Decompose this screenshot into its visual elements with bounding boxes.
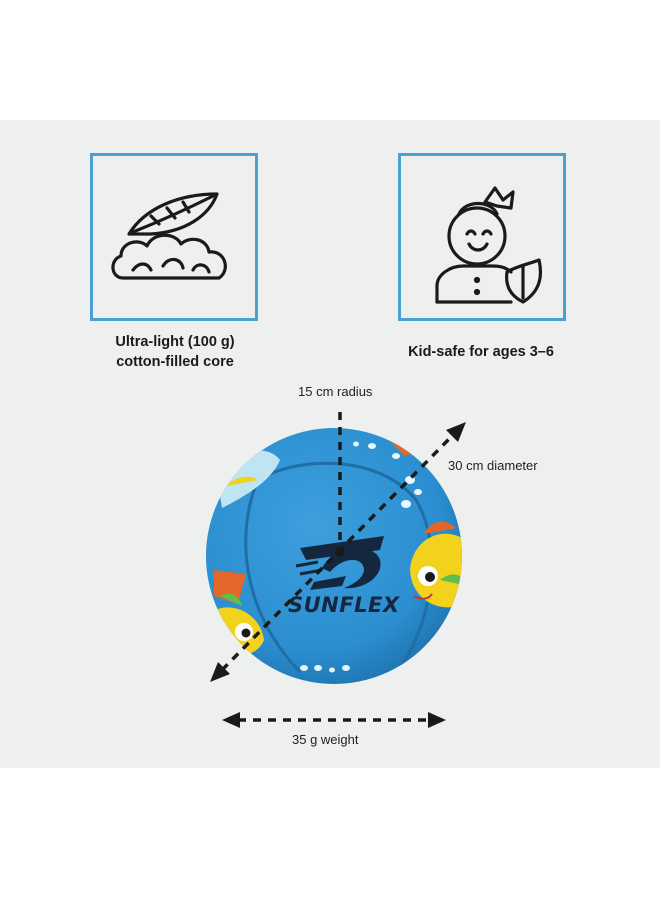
weight-label: 35 g weight <box>292 732 359 747</box>
feature-lightweight-label: Ultra-light (100 g) cotton-filled core <box>70 332 280 372</box>
brand-logo-text: SUNFLEX <box>288 593 401 617</box>
diameter-arrow <box>210 422 466 682</box>
feature-lightweight-line2: cotton-filled core <box>116 354 234 370</box>
feature-kid-safe-line1: Kid-safe for ages 3–6 <box>408 344 554 360</box>
feature-lightweight-box <box>90 153 258 321</box>
feature-kid-safe-box <box>398 153 566 321</box>
diameter-label: 30 cm diameter <box>448 458 538 473</box>
radius-label: 15 cm radius <box>298 384 373 399</box>
weight-arrow <box>222 712 446 728</box>
child-shield-icon <box>435 186 543 304</box>
feather-cloud-icon <box>111 192 227 280</box>
feature-kid-safe-label: Kid-safe for ages 3–6 <box>376 342 586 362</box>
feature-lightweight-line1: Ultra-light (100 g) <box>115 334 235 350</box>
